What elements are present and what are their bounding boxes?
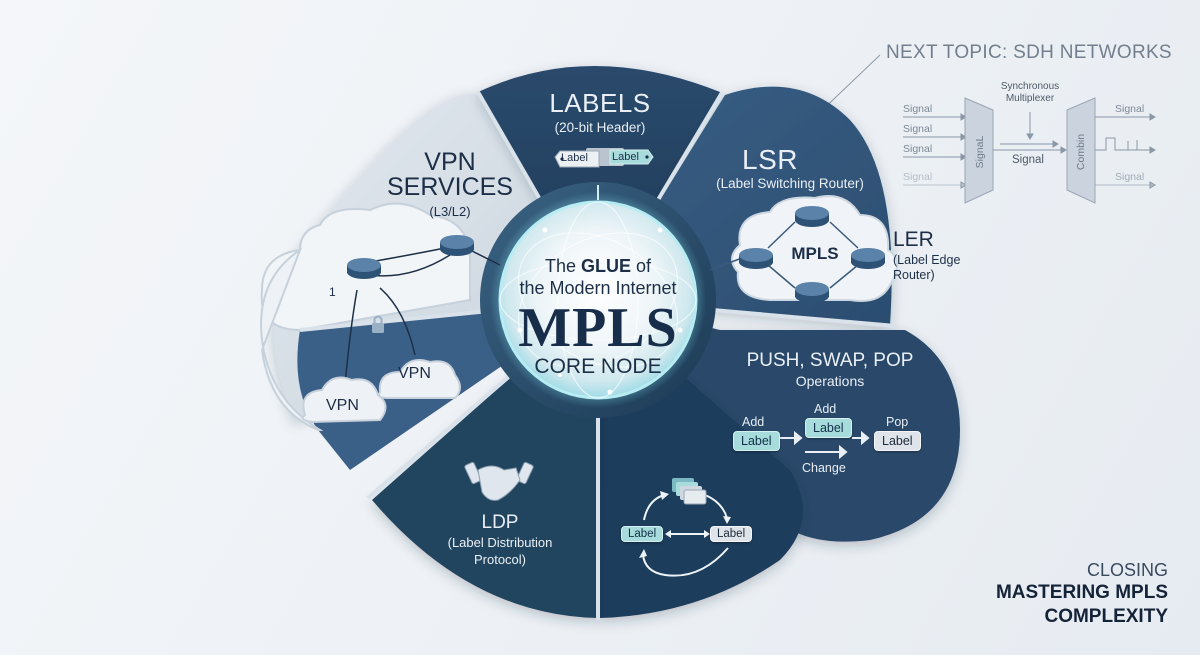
sdh-input-4: Signal	[903, 171, 933, 183]
sdh-diagram	[903, 97, 1156, 204]
pop-label-tag: Label	[874, 431, 921, 451]
padlock-icon	[372, 315, 384, 333]
change-caption: Change	[802, 461, 846, 475]
swap-caption: Add	[814, 402, 837, 416]
vpn-router-icon-2	[440, 235, 474, 256]
tagline-pre: The	[544, 256, 581, 276]
ldp-subtitle-line2: Protocol)	[473, 552, 527, 567]
operations-subtitle: Operations	[795, 373, 865, 389]
lsr-router-links	[709, 221, 859, 289]
sdh-mid-signal: Signal	[1012, 154, 1044, 166]
vpn-subtitle: (L3/L2)	[429, 204, 471, 219]
lsr-title: LSR	[742, 144, 798, 175]
mpls-cloud-label: MPLS	[791, 244, 839, 263]
vpn-cloud-2-label: VPN	[398, 365, 431, 382]
core-globe-lines	[499, 201, 697, 399]
vpn-cloud-2	[378, 359, 461, 399]
sdh-input-1: Signal	[903, 103, 933, 115]
push-caption: Add	[742, 415, 765, 429]
mux-caption-line2: Multiplexer	[1005, 93, 1055, 104]
ler-subtitle-line2: Router)	[893, 268, 935, 282]
operation-arrows	[780, 430, 870, 460]
router-icon-top	[795, 206, 829, 227]
closing-kicker: CLOSING	[1086, 560, 1168, 580]
stacked-labels-icon	[672, 478, 707, 505]
cycle-label-tag-left: Label	[621, 526, 664, 542]
sdh-input-3: Signal	[903, 143, 933, 155]
ldp-title: LDP	[481, 512, 519, 533]
handshake-icon	[464, 461, 534, 501]
closing-line2: COMPLEXITY	[1044, 606, 1168, 627]
sdh-output-2: Signal	[1115, 171, 1145, 183]
label-tag-right	[609, 149, 654, 165]
demux-label: Combin	[1075, 133, 1087, 171]
swap-cycle-arrows	[642, 494, 729, 577]
label-tag-left-text: Label	[561, 152, 588, 164]
ler-title: LER	[893, 228, 934, 251]
mux-label: SignaL	[974, 135, 986, 169]
operations-title: PUSH, SWAP, POP	[746, 350, 914, 371]
vpn-title-line1: VPN	[424, 148, 476, 176]
vpn-title-line2: SERVICES	[387, 173, 513, 201]
sdh-input-2: Signal	[903, 123, 933, 135]
closing-line1: MASTERING MPLS	[995, 582, 1168, 603]
label-tag-left	[554, 150, 600, 168]
vpn-router-icon-1	[347, 258, 381, 279]
vpn-cloud-1-label: VPN	[326, 397, 359, 414]
ldp-subtitle-line1: (Label Distribution	[447, 535, 553, 550]
ler-subtitle-line1: (Label Edge	[893, 253, 961, 267]
pop-caption: Pop	[886, 415, 909, 429]
swap-label-tag: Label	[805, 418, 852, 438]
cycle-label-tag-right: Label	[710, 526, 753, 542]
tagline-bold: GLUE	[581, 256, 632, 276]
core-tagline: The GLUE of	[498, 256, 698, 277]
core-title: MPLS	[518, 297, 678, 359]
vpn-cloud-edge	[260, 247, 324, 431]
push-label-tag: Label	[733, 431, 780, 451]
vpn-node-number: 1	[329, 285, 336, 299]
label-tag-right-text: Label	[612, 151, 639, 163]
next-topic-heading: NEXT TOPIC: SDH NETWORKS	[886, 42, 1172, 63]
core-tagline-line2: the Modern Internet	[519, 278, 677, 298]
labels-subtitle: (20-bit Header)	[554, 120, 646, 135]
core-sparkles	[517, 227, 683, 395]
lsr-subtitle: (Label Switching Router)	[716, 176, 864, 191]
core-subtitle: CORE NODE	[534, 355, 662, 378]
router-icon-left	[739, 248, 773, 269]
router-icon-right	[851, 248, 885, 269]
router-icon-bottom	[795, 282, 829, 303]
tagline-post: of	[631, 256, 652, 276]
swap-cycle-arrowheads	[639, 491, 731, 558]
labels-title: LABELS	[549, 88, 651, 118]
mux-caption-line1: Synchronous	[1000, 81, 1060, 92]
sdh-output-1: Signal	[1115, 103, 1145, 115]
vpn-cloud-1	[301, 376, 387, 424]
mpls-cloud	[731, 195, 898, 302]
